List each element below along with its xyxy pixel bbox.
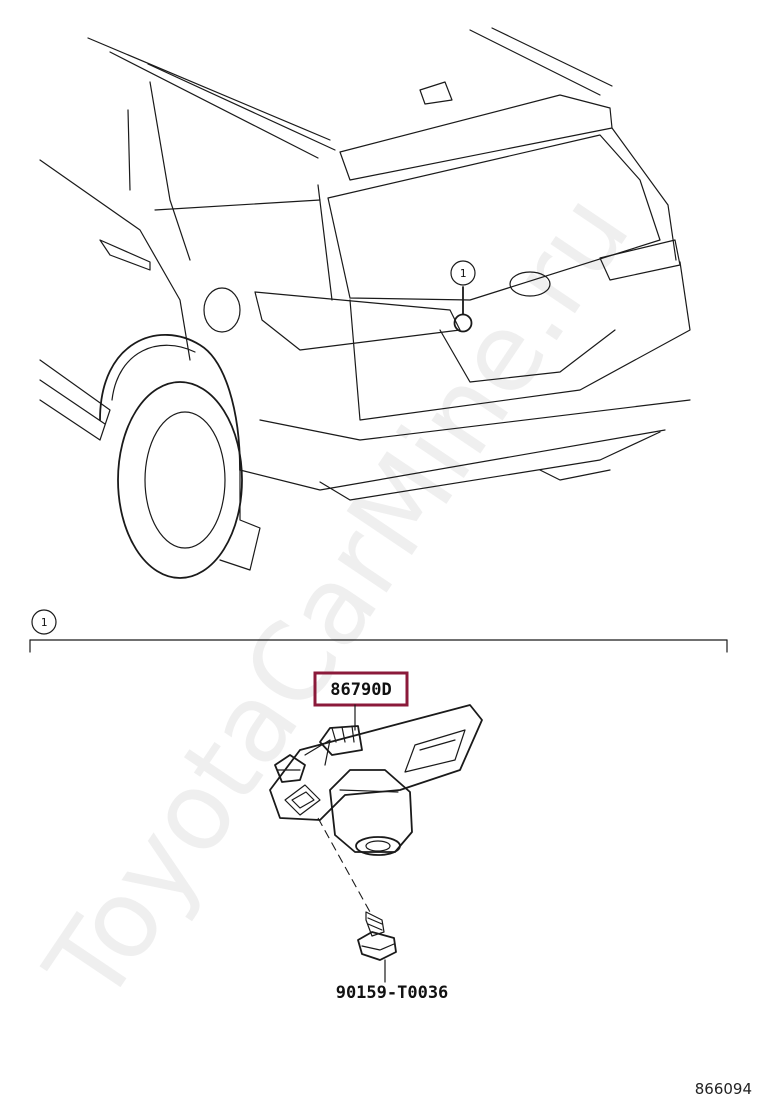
camera-assembly-drawing <box>269 704 483 913</box>
screw-part-number[interactable]: 90159-T0036 <box>336 983 449 1003</box>
section-number: 1 <box>41 616 48 629</box>
section-bracket <box>29 609 728 653</box>
part-highlight-frame <box>313 671 409 707</box>
vehicle-illustration <box>39 27 691 579</box>
illustration-id: 866094 <box>695 1080 752 1098</box>
screw-drawing <box>357 911 397 983</box>
camera-part-number[interactable]: 86790D <box>330 680 391 700</box>
watermark: ToyotaCarMine.ru <box>22 172 654 1025</box>
callout-number: 1 <box>460 267 467 280</box>
